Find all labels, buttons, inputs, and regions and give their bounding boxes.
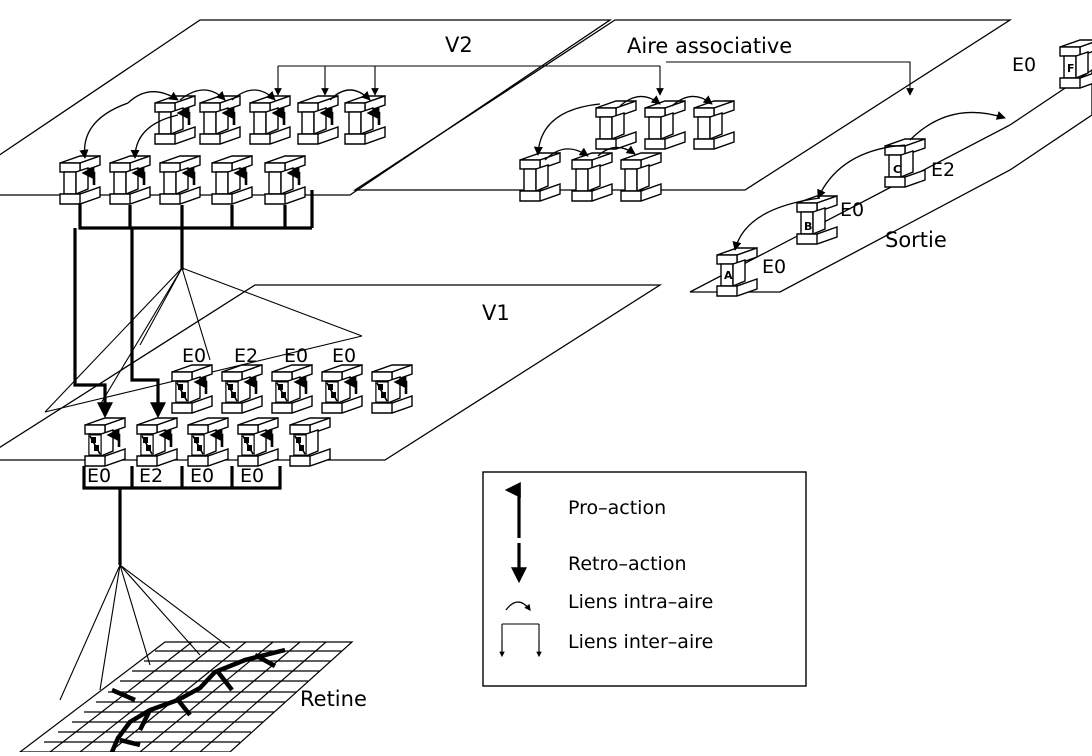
svg-text:C: C <box>893 163 901 176</box>
svg-text:E0: E0 <box>762 256 786 278</box>
legend-box <box>482 471 807 687</box>
v1-top-tags: E0 E2 E0 E0 <box>182 345 356 367</box>
output-intra-links <box>732 111 1006 251</box>
svg-text:E0: E0 <box>182 345 206 367</box>
v2-plane <box>0 19 613 196</box>
retina-stimulus <box>109 647 286 753</box>
v1-label: V1 <box>482 301 510 325</box>
svg-text:E0: E0 <box>190 465 214 487</box>
v1-bottom-tags: E0 E2 E0 E0 <box>87 465 264 487</box>
legend-retroaction: Retro–action <box>511 543 687 584</box>
associative-label: Aire associative <box>627 34 792 58</box>
legend-inter: Liens inter–aire <box>499 623 713 658</box>
svg-text:E0: E0 <box>1012 54 1036 76</box>
associative-columns <box>519 100 735 202</box>
output-label: Sortie <box>885 228 947 252</box>
v2-label: V2 <box>445 33 473 57</box>
svg-text:Liens inter–aire: Liens inter–aire <box>568 631 713 653</box>
svg-text:E0: E0 <box>284 345 308 367</box>
svg-text:E2: E2 <box>931 159 955 181</box>
v1-front-row <box>85 418 330 466</box>
retina-label: Retine <box>300 687 367 711</box>
v2-back-row <box>154 95 386 145</box>
v2-intra-links <box>79 89 371 159</box>
svg-text:E2: E2 <box>234 345 258 367</box>
retina-area: Retine <box>18 564 367 753</box>
v2-v1-connections <box>44 190 363 419</box>
svg-text:A: A <box>724 269 733 282</box>
output-area: Sortie A E0 B E0 C E2 F E0 <box>716 39 1092 297</box>
v1-back-row <box>172 365 412 413</box>
output-node-b: B E0 <box>796 195 864 245</box>
output-node-c: C E2 <box>884 138 955 188</box>
svg-text:Liens intra–aire: Liens intra–aire <box>568 591 713 613</box>
output-node-f: F E0 <box>1012 39 1092 89</box>
svg-text:E2: E2 <box>139 465 163 487</box>
v1-area: V1 E0 E2 E0 E0 E0 E2 E0 E0 <box>82 301 510 565</box>
intra-link-icon <box>505 601 531 612</box>
svg-text:E0: E0 <box>240 465 264 487</box>
associative-area: Aire associative <box>519 34 792 202</box>
proaction-icon <box>504 482 521 538</box>
retina-grid <box>18 641 354 753</box>
svg-text:E0: E0 <box>87 465 111 487</box>
legend-proaction: Pro–action <box>504 482 666 538</box>
associative-intra-links <box>533 95 713 161</box>
svg-text:Pro–action: Pro–action <box>568 497 666 519</box>
svg-text:F: F <box>1067 62 1075 75</box>
legend: Pro–action Retro–action Liens intra–aire… <box>482 471 807 687</box>
legend-intra: Liens intra–aire <box>505 591 713 613</box>
svg-text:E0: E0 <box>840 199 864 221</box>
v2-inter-links <box>274 61 914 96</box>
v2-area: V2 <box>59 33 914 205</box>
v1-plane <box>0 284 663 461</box>
associative-plane <box>352 19 1013 191</box>
v2-front-row <box>59 155 306 205</box>
svg-text:Retro–action: Retro–action <box>568 553 687 575</box>
output-node-a: A E0 <box>716 247 786 297</box>
svg-text:E0: E0 <box>332 345 356 367</box>
svg-text:B: B <box>804 220 812 233</box>
output-plane <box>689 69 1092 293</box>
